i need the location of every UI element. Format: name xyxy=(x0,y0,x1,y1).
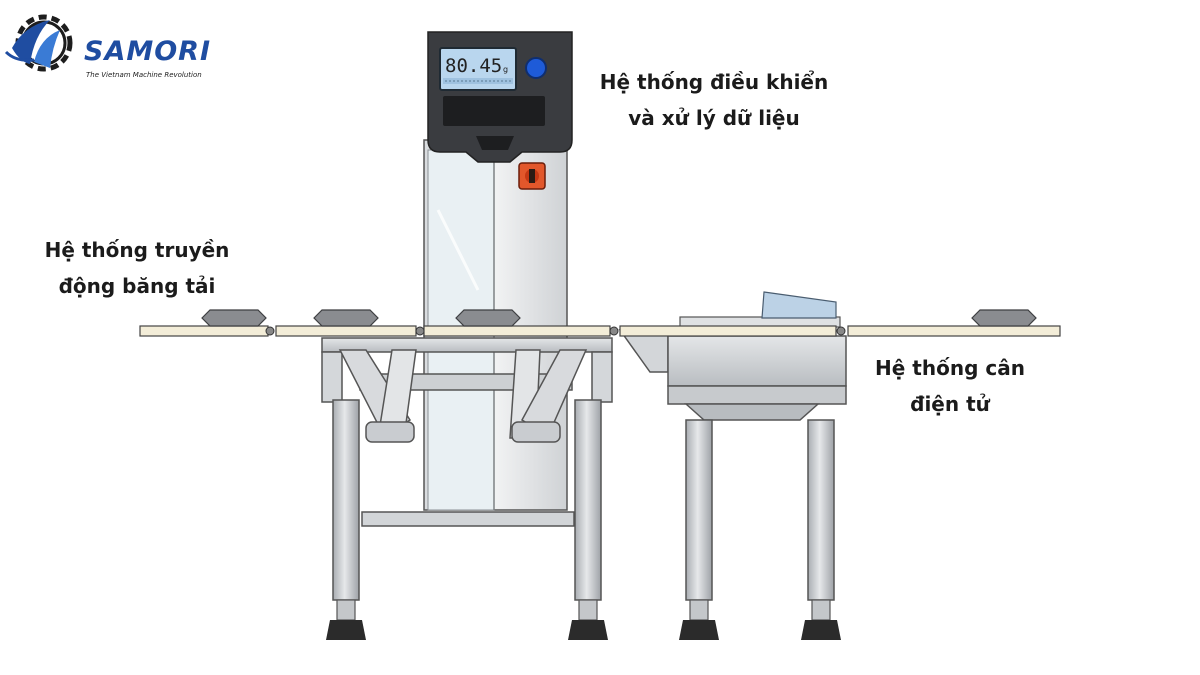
weight-display: 80.45 xyxy=(445,55,502,77)
label-line: Hệ thống cân xyxy=(875,356,1025,380)
label-control-system: Hệ thống điều khiển và xử lý dữ liệu xyxy=(585,64,843,136)
conveyor-belts xyxy=(139,325,1061,337)
brand-name: SAMORI xyxy=(84,36,211,67)
scale-unit xyxy=(618,291,847,421)
leg-right-2 xyxy=(801,419,841,640)
product-package xyxy=(201,309,267,327)
product-package xyxy=(455,309,521,327)
belt-segment-5 xyxy=(847,325,1061,337)
weight-unit: g xyxy=(503,65,508,74)
products xyxy=(201,309,1037,327)
label-line: và xử lý dữ liệu xyxy=(628,106,800,130)
leg-left-1 xyxy=(326,399,366,640)
label-conveyor-system: Hệ thống truyền động băng tải xyxy=(28,232,246,304)
support-bracket-left xyxy=(338,349,417,443)
belt-segment-3 xyxy=(423,325,611,337)
screen-bar xyxy=(443,96,545,126)
belt-segment-4 xyxy=(619,325,837,337)
label-scale-system: Hệ thống cân điện tử xyxy=(858,350,1042,422)
label-line: Hệ thống truyền xyxy=(44,238,230,262)
display-status-bar xyxy=(443,78,513,84)
conveyor-frame-left xyxy=(321,337,613,527)
product-package xyxy=(971,309,1037,327)
belt-segment-2 xyxy=(275,325,417,337)
leg-left-2 xyxy=(568,399,608,640)
product-package xyxy=(313,309,379,327)
brand-logo: SAMORI The Vietnam Machine Revolution xyxy=(4,8,234,79)
label-line: điện tử xyxy=(910,392,990,416)
brand-tagline: The Vietnam Machine Revolution xyxy=(86,71,202,79)
gear-logo-icon xyxy=(4,14,73,72)
scale-guard xyxy=(761,291,837,319)
label-line: Hệ thống điều khiển xyxy=(599,70,829,94)
support-bracket-right xyxy=(509,349,588,443)
leg-right-1 xyxy=(679,419,719,640)
stop-button-icon[interactable] xyxy=(518,162,546,190)
control-panel: 80.45 g xyxy=(427,31,573,163)
label-line: động băng tải xyxy=(58,274,216,298)
blue-knob-icon[interactable] xyxy=(525,57,547,79)
belt-segment-1 xyxy=(139,325,269,337)
